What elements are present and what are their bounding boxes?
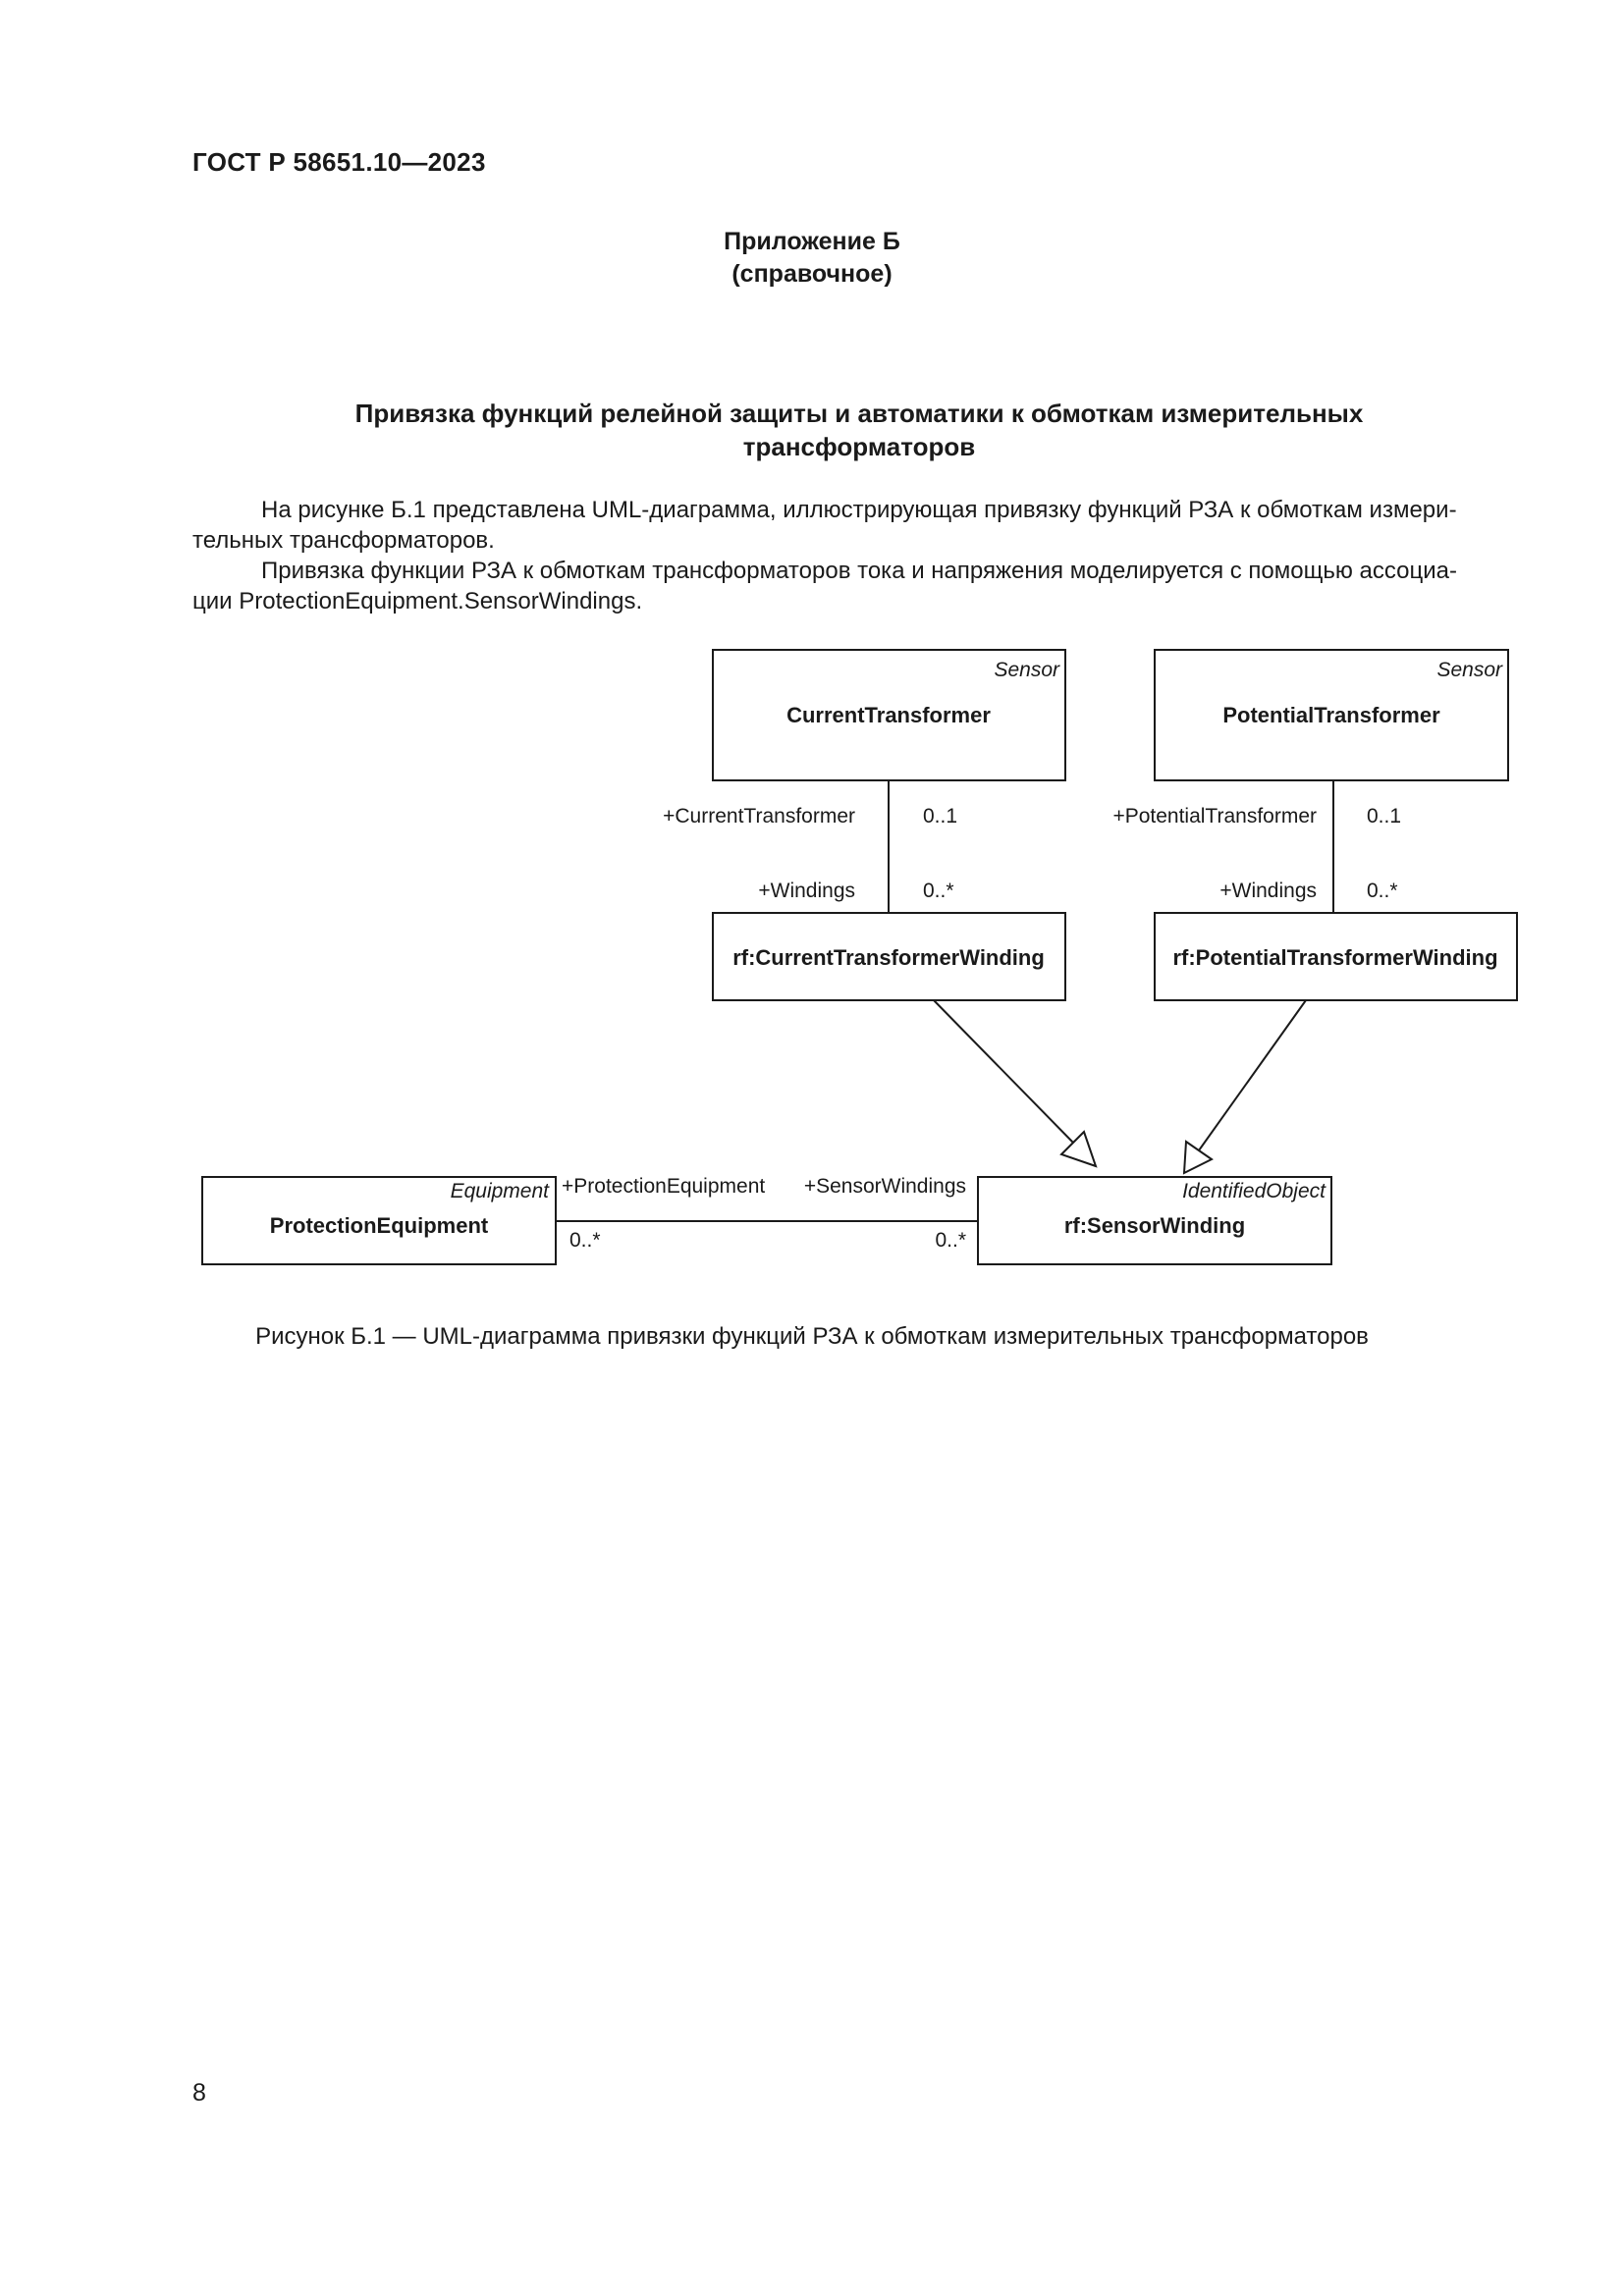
sensor-winding-stereotype: IdentifiedObject [1182, 1180, 1326, 1202]
ct-winding-generalization-arrowhead [1059, 1130, 1098, 1168]
pt-multiplicity-top-label: 0..1 [1367, 805, 1401, 828]
ct-multiplicity-bottom-label: 0..* [923, 880, 954, 902]
sensor-winding-name: rf:SensorWinding [1064, 1213, 1245, 1238]
potential-transformer-name: PotentialTransformer [1222, 703, 1440, 727]
section-title-line1: Привязка функций релейной защиты и автом… [354, 399, 1364, 428]
paragraph-2-line2: ции ProtectionEquipment.SensorWindings. [192, 588, 643, 614]
figure-caption: Рисунок Б.1 — UML-диаграмма привязки фун… [255, 1323, 1369, 1350]
paragraph-2-line1: Привязка функции РЗА к обмоткам трансфор… [261, 558, 1457, 584]
protection-equipment-stereotype: Equipment [451, 1180, 551, 1202]
page-number: 8 [192, 2079, 206, 2107]
section-title: Привязка функций релейной защиты и автом… [255, 397, 1463, 463]
pt-multiplicity-bottom-label: 0..* [1367, 880, 1398, 902]
paragraph-1-line2: тельных трансформаторов. [192, 527, 495, 554]
potential-transformer-box [1154, 649, 1509, 781]
sensor-windings-role-label: +SensorWindings [804, 1175, 966, 1198]
protection-equipment-multiplicity-label: 0..* [569, 1229, 601, 1252]
pt-winding-generalization-arrowhead [1182, 1140, 1214, 1175]
paragraph-1: На рисунке Б.1 представлена UML-диаграмм… [192, 495, 1516, 556]
potential-transformer-stereotype: Sensor [1436, 659, 1503, 681]
document-code: ГОСТ Р 58651.10—2023 [192, 147, 486, 177]
pt-winding-name: rf:PotentialTransformerWinding [1172, 945, 1497, 970]
ct-role-bottom-label: +Windings [758, 880, 855, 902]
pt-winding-generalization-line [1198, 999, 1307, 1151]
ct-winding-name: rf:CurrentTransformerWinding [732, 945, 1045, 970]
protection-equipment-name: ProtectionEquipment [270, 1213, 489, 1238]
ct-winding-generalization-line [933, 999, 1074, 1144]
pt-role-bottom-label: +Windings [1219, 880, 1317, 902]
appendix-title: Приложение Б [724, 228, 900, 255]
section-title-line2: трансформаторов [742, 432, 976, 461]
protection-equipment-role-label: +ProtectionEquipment [562, 1175, 765, 1198]
paragraph-2: Привязка функции РЗА к обмоткам трансфор… [192, 556, 1516, 616]
pt-role-top-label: +PotentialTransformer [1112, 805, 1317, 828]
pt-winding-box [1154, 912, 1518, 1001]
ct-role-top-label: +CurrentTransformer [663, 805, 855, 828]
paragraph-1-line1: На рисунке Б.1 представлена UML-диаграмм… [261, 497, 1457, 523]
current-transformer-stereotype: Sensor [994, 659, 1060, 681]
sensor-windings-multiplicity-label: 0..* [935, 1229, 966, 1252]
appendix-subtitle: (справочное) [731, 260, 893, 288]
ct-multiplicity-top-label: 0..1 [923, 805, 957, 828]
current-transformer-name: CurrentTransformer [786, 703, 991, 727]
